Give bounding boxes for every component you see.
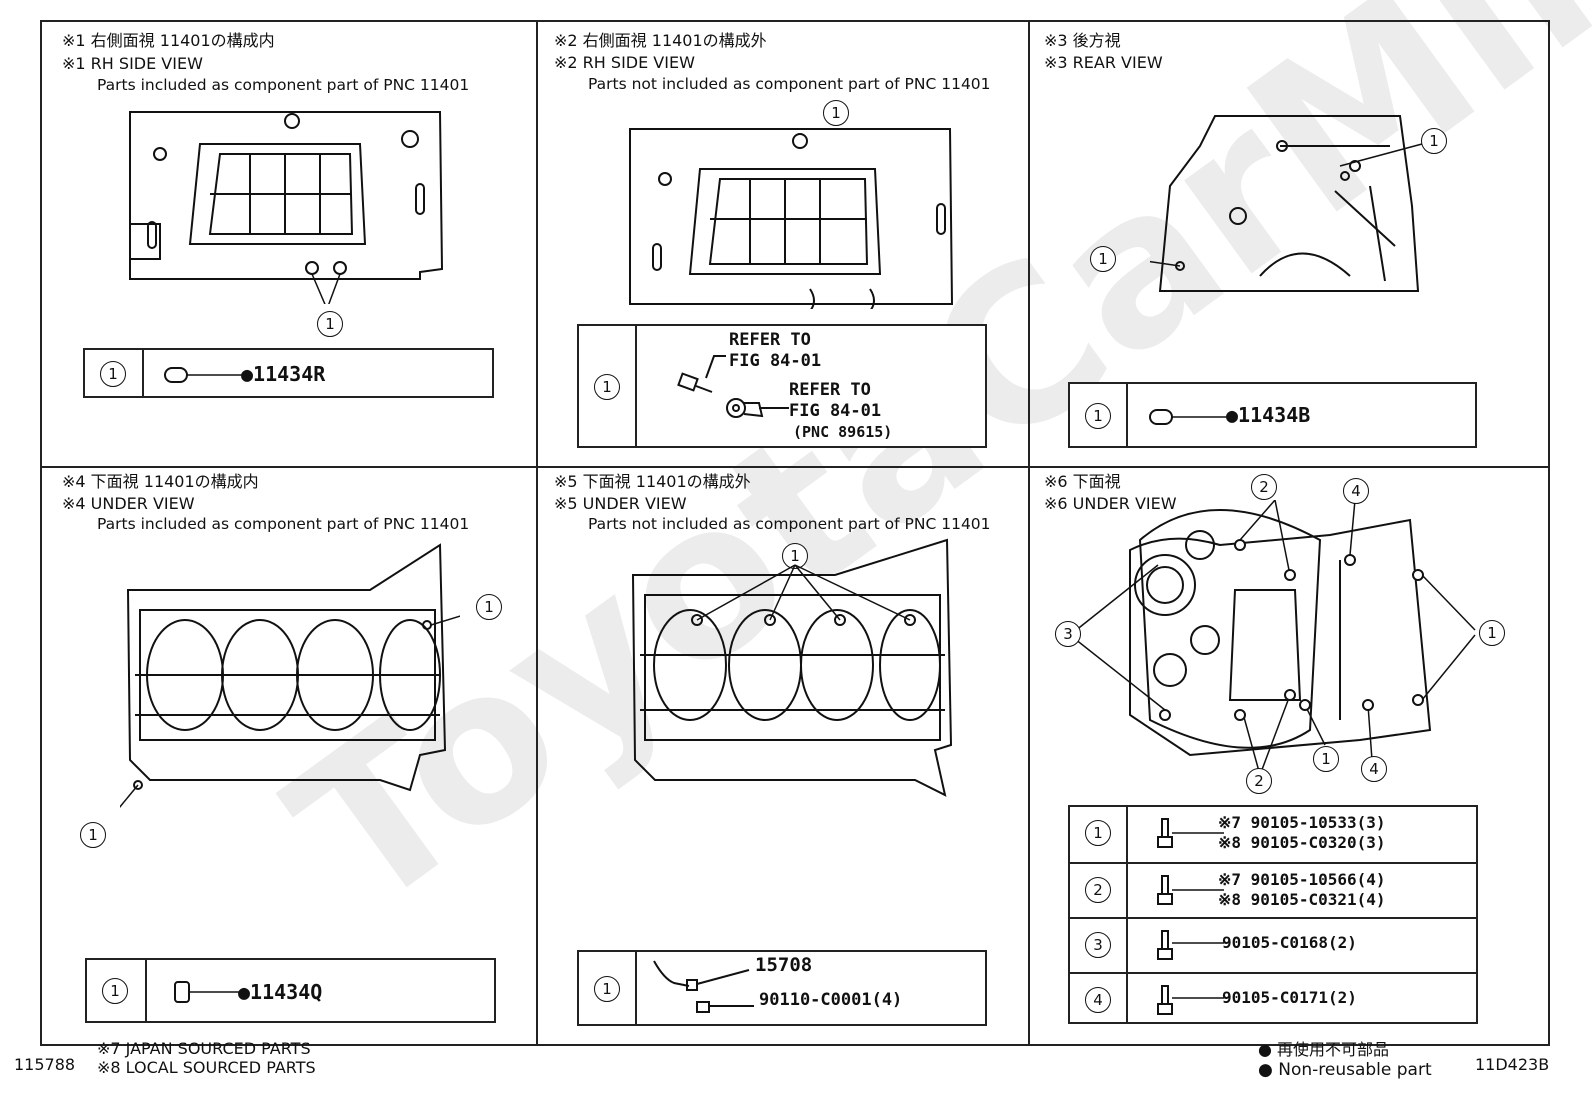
part-number: ●11434R — [241, 362, 326, 386]
parts-legend: 1 15708 90110-C0001(4) — [577, 950, 987, 1026]
part-number-japan: ※7 90105-10566(4) — [1218, 870, 1386, 889]
diagram-frame — [40, 20, 1550, 1046]
legend-callout: 1 — [100, 361, 126, 387]
footnote-japan-sourced: ※7 JAPAN SOURCED PARTS — [97, 1039, 311, 1058]
engine-block-rear-drawing — [1150, 115, 1423, 292]
legend-num-cell: 1 — [1070, 384, 1128, 446]
callout-4: 4 — [1343, 478, 1369, 504]
figure-code: 11D423B — [1475, 1055, 1550, 1074]
panel-title-jp: ※1 右側面視 11401の構成内 — [62, 31, 275, 50]
callout-1: 1 — [476, 594, 502, 620]
panel-title-en: ※4 UNDER VIEW — [62, 494, 195, 513]
legend-num-cell: 1 — [87, 960, 147, 1021]
pin-icon — [1149, 409, 1230, 425]
part-number-japan: ※7 90105-10533(3) — [1218, 813, 1386, 832]
panel-title-en: ※1 RH SIDE VIEW — [62, 54, 203, 73]
legend-callout: 1 — [594, 976, 620, 1002]
bolt-icon — [1157, 930, 1224, 960]
callout-1: 1 — [782, 543, 808, 569]
panel-description: Parts included as component part of PNC … — [97, 515, 470, 533]
callout-1: 1 — [823, 100, 849, 126]
legend-row: 4 90105-C0171(2) — [1070, 972, 1476, 1026]
parts-legend: 1 REFER TO FIG 84-01 REFER TO FIG 84-01 … — [577, 324, 987, 448]
pnc-reference: (PNC 89615) — [793, 423, 893, 441]
callout-1: 1 — [80, 822, 106, 848]
legend-num-cell: 1 — [85, 350, 144, 396]
parts-legend: 1 ●11434R — [83, 348, 494, 398]
divider — [40, 466, 1550, 468]
legend-num-cell: 1 — [579, 952, 637, 1024]
engine-block-under-view-drawing — [1069, 500, 1476, 776]
figure-reference: FIG 84-01 — [729, 351, 822, 371]
refer-to-label: REFER TO — [789, 380, 871, 400]
panel-description: Parts included as component part of PNC … — [97, 76, 470, 94]
callout-2: 2 — [1251, 474, 1277, 500]
callout-1: 1 — [317, 311, 343, 337]
engine-block-under-view-drawing — [631, 538, 953, 797]
engine-block-rh-side-drawing — [629, 128, 954, 309]
legend-row: 3 90105-C0168(2) — [1070, 917, 1476, 972]
parts-legend: 1 ●11434B — [1068, 382, 1477, 448]
engine-block-rh-side-drawing — [129, 111, 444, 304]
bolts-legend-table: 1 ※7 90105-10533(3) ※8 90105-C0320(3) 2 … — [1068, 805, 1478, 1024]
callout-4: 4 — [1361, 756, 1387, 782]
legend-callout: 1 — [594, 374, 620, 400]
part-number: 90105-C0168(2) — [1222, 933, 1357, 952]
panel-title-jp: ※5 下面視 11401の構成外 — [554, 472, 751, 491]
part-number: 90105-C0171(2) — [1222, 988, 1357, 1007]
engine-block-under-view-drawing — [120, 543, 460, 808]
legend-callout: 2 — [1085, 877, 1111, 903]
part-number: 15708 — [755, 954, 813, 976]
legend-callout: 3 — [1085, 932, 1111, 958]
part-number: ●11434B — [1226, 403, 1311, 427]
legend-num-column — [1070, 807, 1128, 1022]
divider — [536, 20, 538, 1046]
oil-jet-icon — [653, 960, 754, 1013]
bolt-icon — [1157, 818, 1224, 848]
panel-title-jp: ※6 下面視 — [1044, 472, 1121, 491]
legend-callout: 4 — [1085, 987, 1111, 1013]
footnote-local-sourced: ※8 LOCAL SOURCED PARTS — [97, 1058, 316, 1077]
legend-callout: 1 — [1085, 820, 1111, 846]
callout-3: 3 — [1055, 621, 1081, 647]
pin-icon — [164, 367, 245, 383]
figure-reference: FIG 84-01 — [789, 401, 882, 421]
panel-title-jp: ※2 右側面視 11401の構成外 — [554, 31, 767, 50]
legend-row: 1 ※7 90105-10533(3) ※8 90105-C0320(3) — [1070, 807, 1476, 862]
part-number: 90110-C0001(4) — [759, 990, 903, 1010]
panel-title-jp: ※3 後方視 — [1044, 31, 1121, 50]
bolt-icon — [1157, 875, 1224, 905]
panel-title-jp: ※4 下面視 11401の構成内 — [62, 472, 259, 491]
panel-description: Parts not included as component part of … — [588, 515, 991, 533]
legend-row: 2 ※7 90105-10566(4) ※8 90105-C0321(4) — [1070, 862, 1476, 917]
legend-callout: 1 — [1085, 403, 1111, 429]
divider — [1028, 20, 1030, 1046]
callout-1: 1 — [1313, 746, 1339, 772]
callout-1: 1 — [1479, 620, 1505, 646]
bolt-icon — [1157, 985, 1224, 1015]
panel-title-en: ※3 REAR VIEW — [1044, 53, 1163, 72]
sensor-bolt-icon — [677, 355, 789, 418]
legend-num-cell: 1 — [579, 326, 637, 446]
panel-title-en: ※2 RH SIDE VIEW — [554, 53, 695, 72]
dowel-pin-icon — [174, 981, 245, 1003]
callout-1: 1 — [1090, 246, 1116, 272]
panel-description: Parts not included as component part of … — [588, 75, 991, 93]
panel-title-en: ※6 UNDER VIEW — [1044, 494, 1177, 513]
illustration-code: 115788 — [14, 1055, 76, 1074]
panel-title-en: ※5 UNDER VIEW — [554, 494, 687, 513]
parts-legend: 1 ●11434Q — [85, 958, 496, 1023]
part-number: ●11434Q — [238, 980, 323, 1004]
part-number-local: ※8 90105-C0320(3) — [1218, 833, 1386, 852]
non-reusable-legend-jp: ● 再使用不可部品 — [1258, 1040, 1390, 1059]
non-reusable-legend-en: ● Non-reusable part — [1258, 1060, 1432, 1080]
callout-1: 1 — [1421, 128, 1447, 154]
callout-2: 2 — [1246, 768, 1272, 794]
refer-to-label: REFER TO — [729, 330, 811, 350]
legend-callout: 1 — [102, 978, 128, 1004]
part-number-local: ※8 90105-C0321(4) — [1218, 890, 1386, 909]
